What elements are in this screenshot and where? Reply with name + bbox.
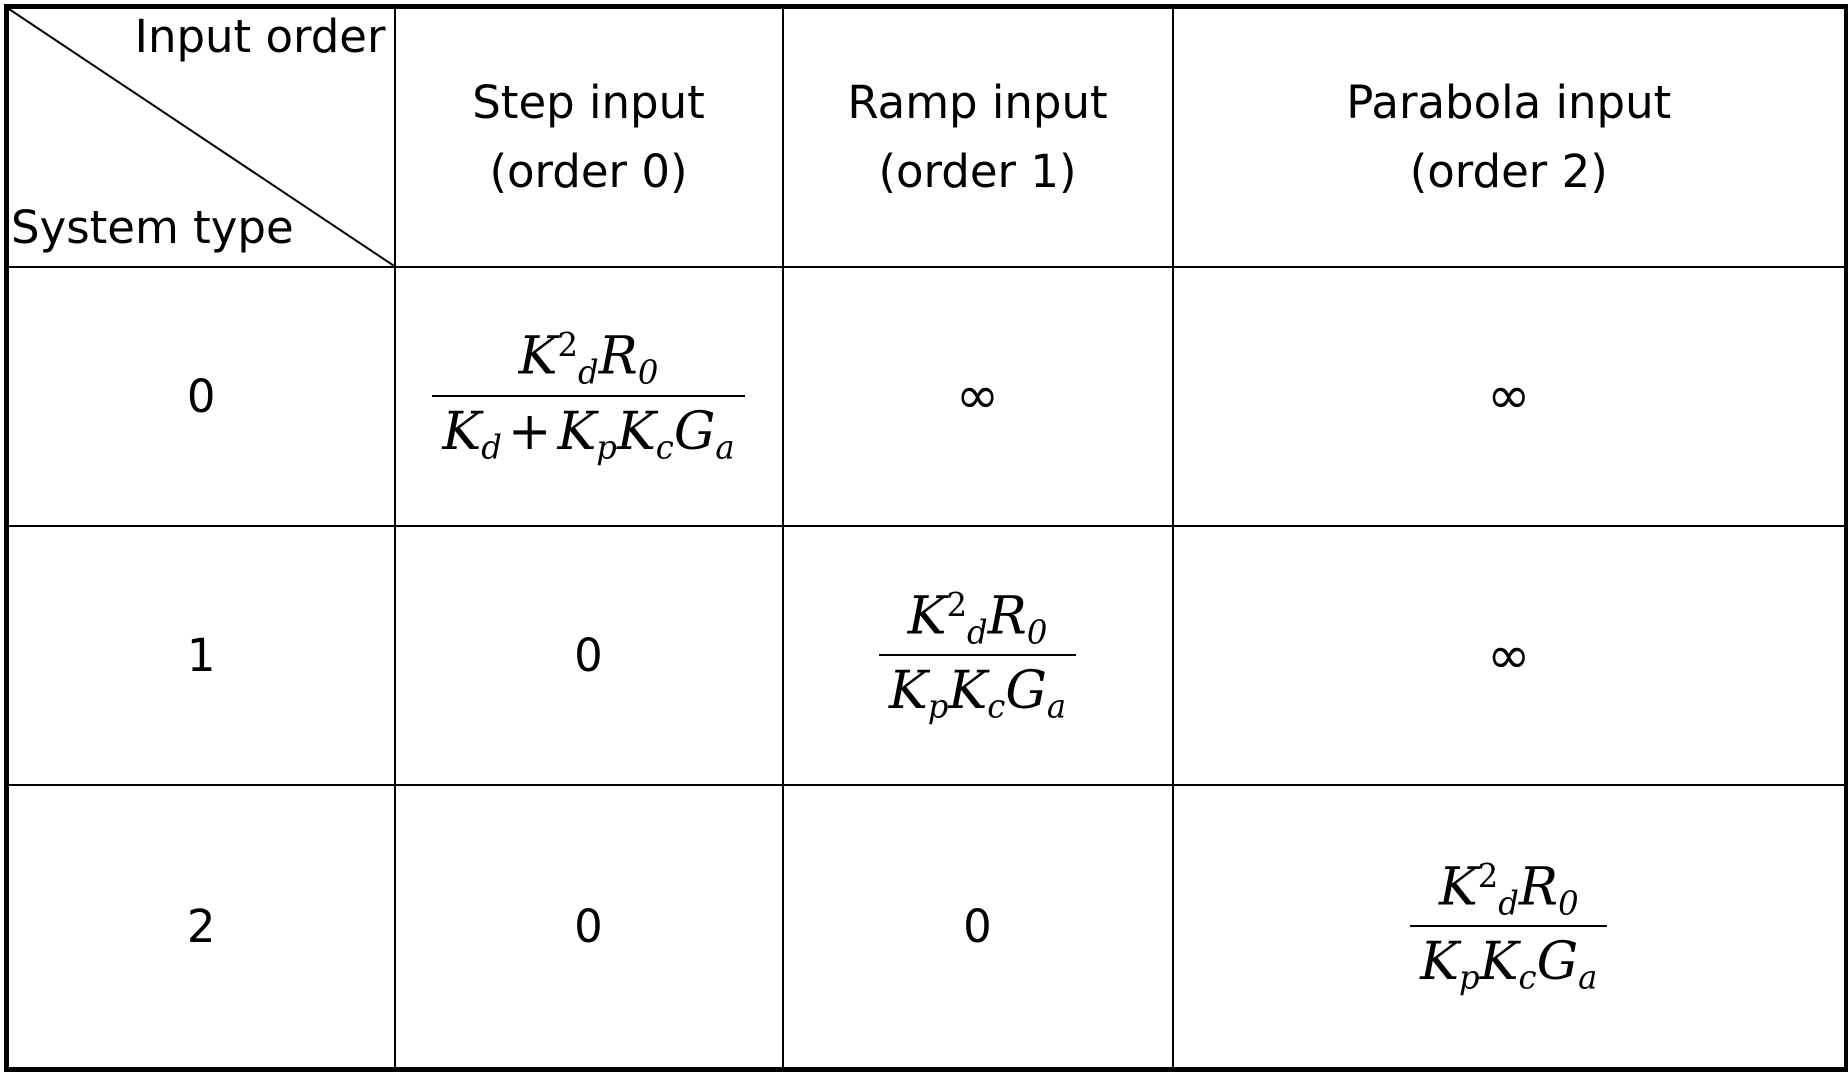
- column-header-step-line2: (order 0): [489, 145, 688, 199]
- corner-label-input-order: Input order: [134, 10, 386, 63]
- math-K: K: [948, 661, 988, 722]
- math-sub-a: a: [715, 428, 735, 467]
- math-sup-2: 2: [1477, 856, 1499, 895]
- zero-value: 0: [963, 900, 992, 954]
- fraction-numerator: K2dR0: [1410, 856, 1608, 928]
- math-sub-c: c: [655, 428, 674, 467]
- row-header-system-type-2: 2: [5, 784, 396, 1071]
- cell-type1-step: 0: [393, 524, 784, 787]
- table-row: 0 K2dR0 Kd+KpKcGa ∞ ∞: [5, 265, 1848, 527]
- fraction-kd2r0-over-kd-plus-kpkcga: K2dR0 Kd+KpKcGa: [432, 326, 745, 466]
- zero-value: 0: [574, 900, 603, 954]
- math-K: K: [518, 326, 558, 387]
- math-plus: +: [507, 401, 552, 462]
- math-sub-d: d: [967, 612, 988, 651]
- math-sub-d: d: [578, 353, 599, 392]
- column-header-ramp-input: Ramp input (order 1): [781, 5, 1174, 268]
- math-sub-a: a: [1578, 958, 1598, 997]
- cell-type0-ramp: ∞: [781, 265, 1174, 527]
- math-sup-2: 2: [946, 585, 968, 624]
- math-G: G: [673, 401, 716, 462]
- infinity-symbol: ∞: [1487, 625, 1531, 686]
- zero-value: 0: [574, 629, 603, 683]
- math-sub-0: 0: [637, 353, 659, 392]
- table-row: 2 0 0 K2dR0 KpKcGa: [5, 784, 1848, 1071]
- math-K: K: [888, 661, 928, 722]
- math-sub-p: p: [596, 428, 617, 467]
- math-sub-d: d: [1498, 883, 1519, 922]
- table-header-row: Input order System type Step input (orde…: [5, 5, 1848, 268]
- fraction-denominator: Kd+KpKcGa: [432, 397, 744, 466]
- row-label-value: 2: [186, 900, 216, 954]
- math-sub-c: c: [987, 687, 1006, 726]
- column-header-step-line1: Step input: [472, 75, 705, 129]
- fraction-numerator: K2dR0: [432, 326, 745, 397]
- math-K: K: [1438, 857, 1478, 918]
- math-K: K: [1479, 932, 1519, 993]
- fraction-numerator: K2dR0: [878, 585, 1077, 657]
- math-sup-2: 2: [557, 326, 579, 365]
- math-sub-0: 0: [1558, 883, 1579, 922]
- math-K: K: [907, 586, 947, 647]
- column-header-ramp-line1: Ramp input: [847, 75, 1108, 129]
- math-sub-0: 0: [1026, 612, 1048, 651]
- corner-header-cell: Input order System type: [5, 5, 396, 268]
- fraction-kd2r0-over-kpkcga: K2dR0 KpKcGa: [878, 585, 1077, 725]
- cell-type2-parabola: K2dR0 KpKcGa: [1171, 784, 1848, 1071]
- math-K: K: [557, 401, 597, 462]
- row-header-system-type-0: 0: [5, 265, 396, 527]
- fraction-kd2r0-over-kpkcga: K2dR0 KpKcGa: [1410, 856, 1608, 996]
- cell-type1-ramp: K2dR0 KpKcGa: [781, 524, 1174, 787]
- math-K: K: [1420, 932, 1460, 993]
- cell-type2-ramp: 0: [781, 784, 1174, 1071]
- table-row: 1 0 K2dR0 KpKcGa ∞: [5, 524, 1848, 787]
- column-header-parabola-line2: (order 2): [1409, 145, 1608, 199]
- fraction-denominator: KpKcGa: [1410, 927, 1607, 996]
- cell-type0-parabola: ∞: [1171, 265, 1848, 527]
- math-sub-p: p: [1459, 958, 1480, 997]
- math-R: R: [987, 586, 1027, 647]
- math-G: G: [1536, 932, 1579, 993]
- math-R: R: [598, 326, 638, 387]
- corner-label-system-type: System type: [11, 201, 294, 255]
- math-R: R: [1518, 857, 1559, 918]
- math-sub-c: c: [1518, 958, 1537, 997]
- infinity-symbol: ∞: [1487, 366, 1531, 427]
- column-header-step-input: Step input (order 0): [393, 5, 784, 268]
- cell-type2-step: 0: [393, 784, 784, 1071]
- math-sub-d: d: [481, 428, 502, 467]
- row-label-value: 1: [186, 629, 216, 683]
- math-G: G: [1005, 661, 1047, 722]
- row-header-system-type-1: 1: [5, 524, 396, 787]
- column-header-parabola-input: Parabola input (order 2): [1171, 5, 1848, 268]
- math-sub-a: a: [1046, 687, 1067, 726]
- fraction-denominator: KpKcGa: [879, 656, 1076, 725]
- steady-state-error-table: Input order System type Step input (orde…: [4, 4, 1848, 1072]
- math-sub-p: p: [927, 687, 949, 726]
- column-header-ramp-line2: (order 1): [878, 145, 1077, 199]
- infinity-symbol: ∞: [955, 366, 1000, 427]
- cell-type1-parabola: ∞: [1171, 524, 1848, 787]
- math-K: K: [442, 401, 482, 462]
- cell-type0-step: K2dR0 Kd+KpKcGa: [393, 265, 784, 527]
- row-label-value: 0: [186, 369, 216, 423]
- column-header-parabola-line1: Parabola input: [1346, 75, 1672, 129]
- math-K: K: [616, 401, 656, 462]
